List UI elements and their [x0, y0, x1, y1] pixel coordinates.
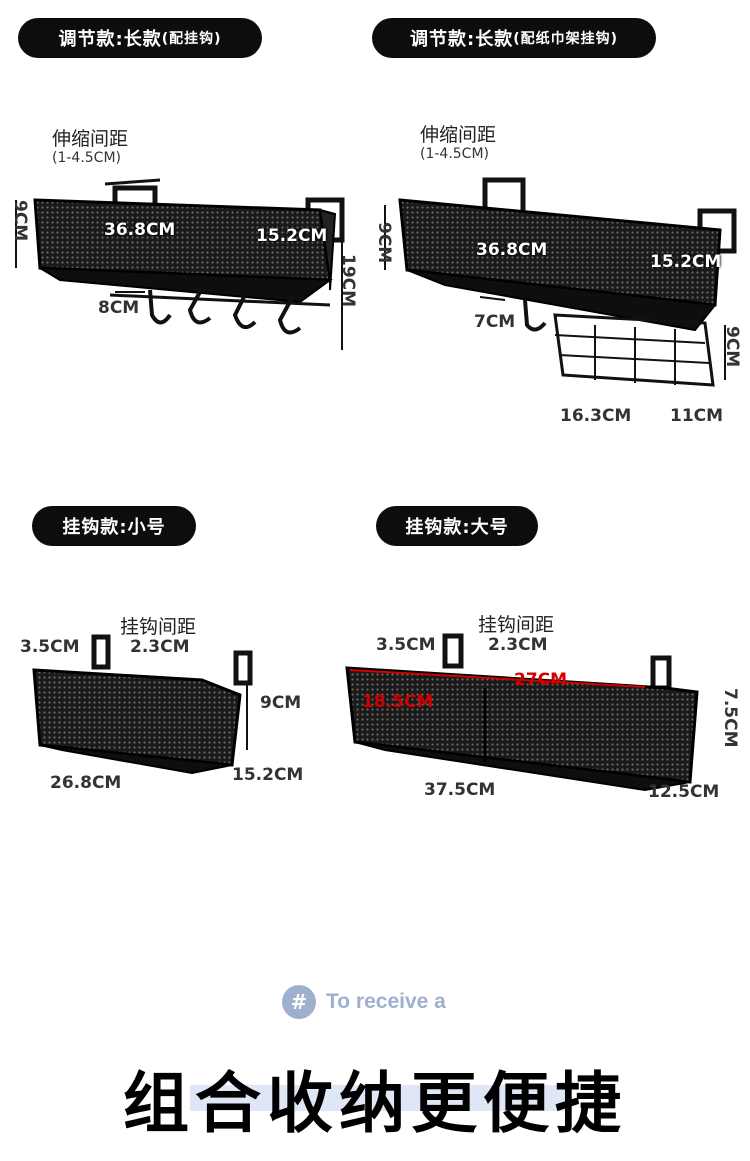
- dim-length: 36.8CM: [476, 240, 548, 260]
- spacing-range: (1-4.5CM): [52, 150, 122, 166]
- tag-adjustable-long-hooks: 调节款:长款(配挂钩): [18, 18, 262, 58]
- dim-height: 9CM: [260, 693, 302, 713]
- hook-spacing-title: 挂钩间距: [478, 614, 555, 636]
- hook-spacing-title: 挂钩间距: [120, 616, 197, 638]
- receive-badge: # To receive a: [282, 985, 446, 1019]
- tag-hook-small: 挂钩款:小号: [32, 506, 196, 546]
- tag-adjustable-long-tissue: 调节款:长款(配纸巾架挂钩): [372, 18, 656, 58]
- dim-height: 9CM: [10, 200, 30, 242]
- dim-length: 36.8CM: [104, 220, 176, 240]
- tag-hook-large: 挂钩款:大号: [376, 506, 538, 546]
- dim-length: 37.5CM: [424, 780, 496, 800]
- dim-rack-height: 9CM: [722, 326, 742, 368]
- dim-hook-gap: 2.3CM: [488, 635, 548, 655]
- tag-sub: (配纸巾架挂钩): [513, 31, 618, 47]
- basket-with-hooks-image: [15, 178, 345, 350]
- dim-depth: 15.2CM: [256, 226, 328, 246]
- title-highlight-strip: [190, 1085, 565, 1111]
- dim-hook-gap: 7CM: [474, 312, 516, 332]
- spacing-title: 伸缩间距: [52, 128, 129, 150]
- footer-title: 组合收纳更便捷: [123, 1065, 627, 1142]
- tag-text: 挂钩款:小号: [62, 517, 166, 538]
- large-hook-basket-image: [345, 633, 699, 792]
- hash-icon: #: [282, 985, 316, 1019]
- dim-hook-gap: 2.3CM: [130, 637, 190, 657]
- dim-depth: 15.2CM: [650, 252, 722, 272]
- dim-depth: 12.5CM: [648, 782, 720, 802]
- dim-inner-small: 18.5CM: [362, 692, 434, 712]
- dim-hook-width: 3.5CM: [20, 637, 80, 657]
- badge-text: To receive a: [326, 990, 446, 1013]
- basket-with-tissue-rack-image: [384, 177, 737, 387]
- spacing-title: 伸缩间距: [420, 124, 497, 146]
- spacing-range: (1-4.5CM): [420, 146, 490, 162]
- tag-text: 挂钩款:大号: [405, 517, 509, 538]
- small-hook-basket-image: [32, 634, 253, 775]
- dim-hook-width: 3.5CM: [376, 635, 436, 655]
- dim-length: 26.8CM: [50, 773, 122, 793]
- tag-main: 调节款:长款: [410, 29, 514, 50]
- dim-height: 9CM: [374, 222, 394, 264]
- dim-rack-length: 16.3CM: [560, 406, 632, 426]
- dim-height: 7.5CM: [720, 688, 740, 748]
- tag-main: 调节款:长款: [58, 29, 162, 50]
- dim-rack-depth: 11CM: [670, 406, 724, 426]
- dim-inner-length: 27CM: [514, 670, 568, 690]
- dim-hook-gap: 8CM: [98, 298, 140, 318]
- dim-depth: 15.2CM: [232, 765, 304, 785]
- dim-total-height: 19CM: [338, 254, 358, 308]
- tag-sub: (配挂钩): [161, 31, 222, 47]
